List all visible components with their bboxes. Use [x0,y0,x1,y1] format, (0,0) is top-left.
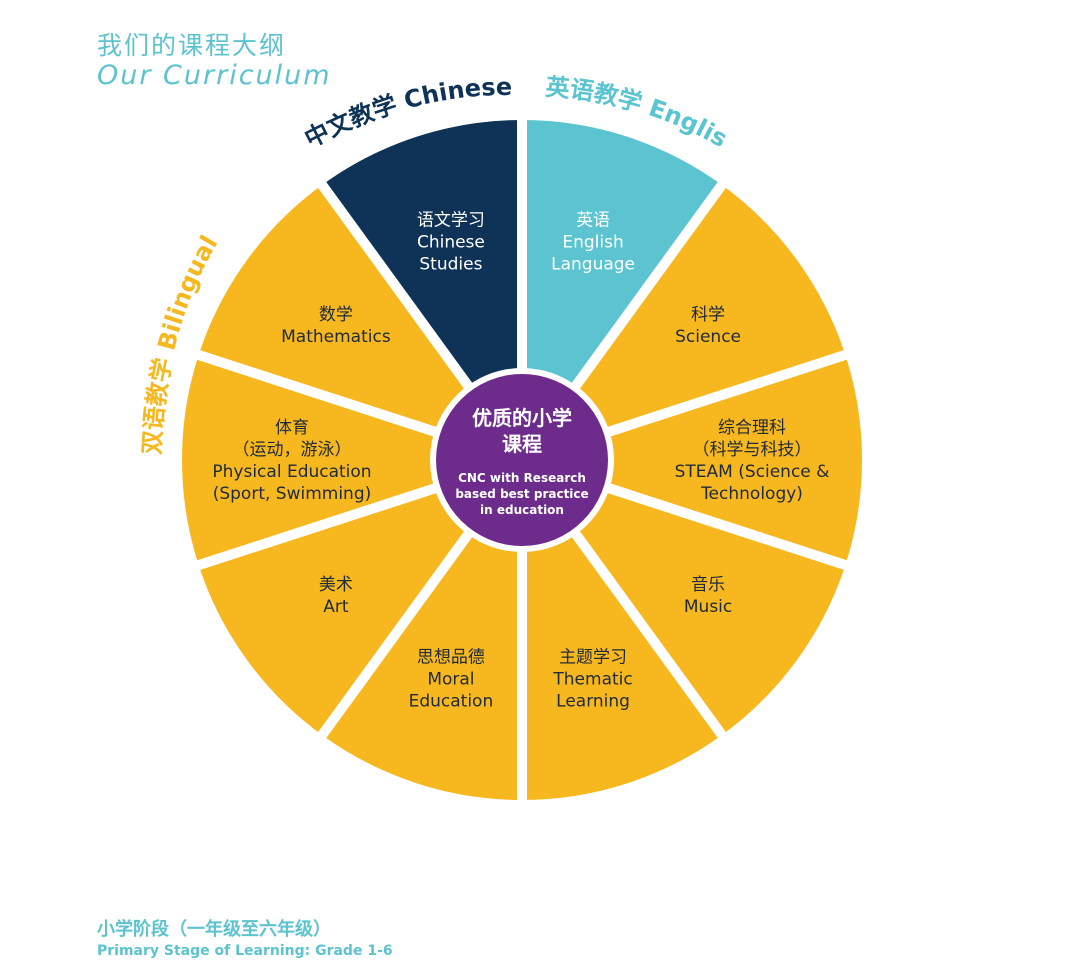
segment-label-line: （运动，游泳） [233,440,352,460]
segment-label-line: Studies [419,254,482,274]
segment-label-line: Learning [556,692,630,712]
segment-label-line: (Sport, Swimming) [213,484,372,504]
segment-label-physical-education: 体育（运动，游泳）Physical Education(Sport, Swimm… [212,418,371,504]
center-title-line: 课程 [502,432,542,456]
center-title: 优质的小学课程 [472,406,572,456]
center-hub [436,374,608,546]
segment-label-line: English [562,232,623,252]
segment-label-line: 数学 [319,305,353,325]
center-description-line: based best practice [455,487,588,501]
segment-label-line: STEAM (Science & [675,462,830,482]
segment-label-line: Technology) [700,484,803,504]
segment-label-steam: 综合理科（科学与科技）STEAM (Science &Technology) [675,418,830,504]
segment-label-line: （科学与科技） [693,440,812,460]
segment-label-line: Education [409,692,494,712]
center-description-line: in education [480,503,564,517]
segment-label-line: Thematic [552,670,632,690]
segment-label-line: 思想品德 [417,648,485,668]
center-description: CNC with Research based best practice in e… [455,471,588,517]
segment-label-line: Mathematics [281,327,391,347]
center-title-line: 优质的小学 [472,406,572,430]
segment-label-line: 主题学习 [559,648,627,668]
segment-label-line: Music [684,597,732,617]
footer-title: 小学阶段（一年级至六年级） [97,919,331,940]
segment-label-line: Chinese [417,232,485,252]
segment-label-line: 英语 [576,210,610,230]
segment-label-line: Art [323,597,349,617]
page-title: 我们的课程大纲 [97,31,287,60]
segment-label-line: 体育 [275,418,309,438]
segment-label-line: Language [551,254,635,274]
segment-label-line: 科学 [691,305,725,325]
center-description-line: CNC with Research [458,471,586,485]
segment-label-line: 综合理科 [718,418,786,438]
segment-label-line: 语文学习 [417,210,485,230]
segment-label-line: Science [675,327,741,347]
page-subtitle: Our Curriculum [97,60,332,91]
footer-subtitle: Primary Stage of Learning: Grade 1-6 [97,943,393,959]
segment-label-line: 音乐 [691,575,725,595]
segment-label-line: Moral [427,670,474,690]
segment-label-line: Physical Education [212,462,371,482]
segment-label-line: 美术 [319,575,353,595]
